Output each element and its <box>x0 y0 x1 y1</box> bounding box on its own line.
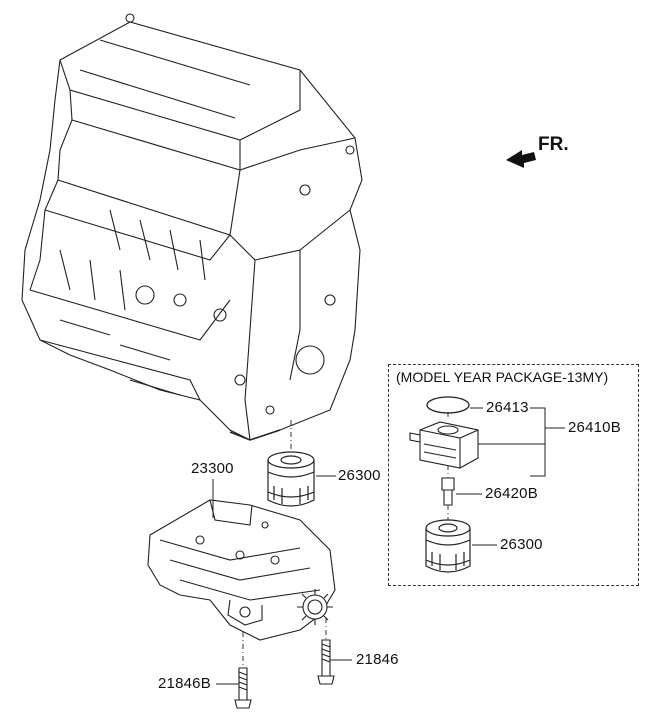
bolt-21846-illustration <box>317 639 335 685</box>
part-label-bolt-b: 21846B <box>158 675 211 692</box>
part-label-fitting: 26420B <box>485 485 538 502</box>
oil-filter-pkg-illustration <box>425 519 471 573</box>
oil-cooler-illustration <box>409 421 479 469</box>
part-label-oil-pump: 23300 <box>191 460 234 477</box>
bolt-21846b-illustration <box>234 667 252 709</box>
part-label-oil-cooler: 26410B <box>568 419 621 436</box>
front-direction-arrow-icon <box>506 150 536 168</box>
part-label-o-ring: 26413 <box>486 399 529 416</box>
oil-filter-main-illustration <box>267 451 315 507</box>
direction-label-front: FR. <box>538 134 569 155</box>
model-year-package-box <box>388 364 639 586</box>
leader-lines <box>212 407 565 685</box>
part-label-bolt: 21846 <box>356 651 399 668</box>
engine-block-illustration <box>21 13 363 441</box>
package-title: (MODEL YEAR PACKAGE-13MY) <box>396 369 609 385</box>
oil-pump-illustration <box>147 499 336 641</box>
part-label-oil-filter-package: 26300 <box>500 536 543 553</box>
fitting-illustration <box>441 477 455 506</box>
part-label-oil-filter: 26300 <box>338 467 381 484</box>
o-ring-illustration <box>426 396 470 414</box>
